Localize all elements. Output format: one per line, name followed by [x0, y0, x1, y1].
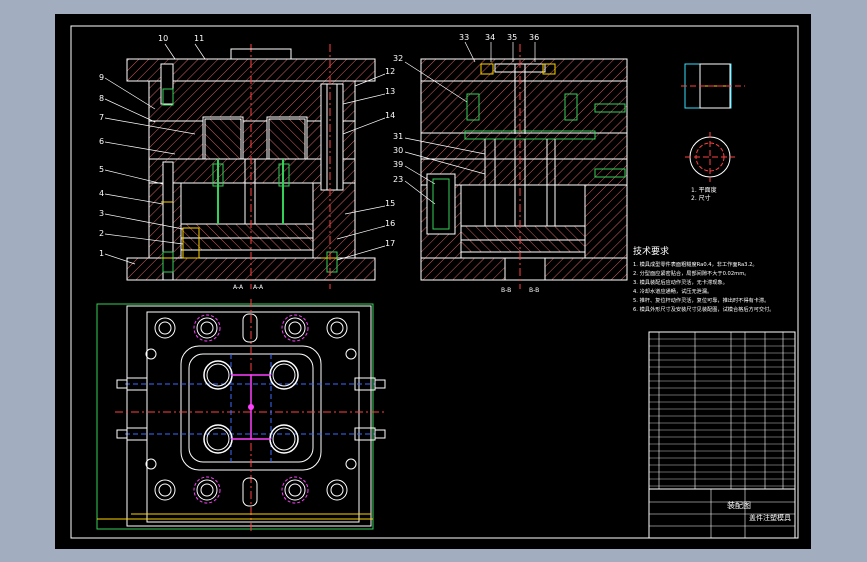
- svg-text:B-B: B-B: [529, 287, 539, 294]
- tech-line-3: 3. 模具装配后应动作灵活，无卡滞现象。: [633, 278, 728, 286]
- title-block: 装配图 盖件注塑模具: [648, 488, 796, 539]
- svg-text:5: 5: [99, 165, 104, 174]
- svg-text:33: 33: [459, 33, 469, 42]
- svg-text:2: 2: [99, 229, 104, 238]
- svg-text:8: 8: [99, 94, 104, 103]
- svg-text:15: 15: [385, 199, 395, 208]
- svg-text:7: 7: [99, 113, 104, 122]
- bill-of-materials: [648, 331, 796, 539]
- drawing-canvas: 10 11 9 8 7 6 5 4 3 2 1 12 13 14 15 16 1…: [70, 25, 799, 539]
- technical-requirements: 技术要求 1. 模具成型零件表面粗糙度Ra0.4，非工作面Ra3.2。 2. 分…: [633, 245, 774, 313]
- svg-text:12: 12: [385, 67, 395, 76]
- drawing-name: 装配图: [727, 500, 751, 510]
- svg-text:39: 39: [393, 160, 403, 169]
- svg-text:30: 30: [393, 146, 403, 155]
- svg-text:23: 23: [393, 175, 403, 184]
- svg-text:10: 10: [158, 34, 168, 43]
- svg-text:16: 16: [385, 219, 395, 228]
- section-view-aa: 10 11 9 8 7 6 5 4 3 2 1 12 13 14 15 16 1…: [99, 34, 395, 291]
- section-view-bb: 33 34 35 36 32 31 30 39 23 B-B B-B: [393, 33, 628, 294]
- tech-line-4: 4. 冷却水道应通畅，试压无泄漏。: [633, 287, 712, 295]
- svg-text:4: 4: [99, 189, 104, 198]
- drawing-sheet: 10 11 9 8 7 6 5 4 3 2 1 12 13 14 15 16 1…: [55, 14, 811, 549]
- svg-text:B-B: B-B: [501, 287, 511, 294]
- svg-text:14: 14: [385, 111, 395, 120]
- svg-text:3: 3: [99, 209, 104, 218]
- plan-view: [96, 299, 386, 532]
- svg-text:9: 9: [99, 73, 104, 82]
- tech-line-2: 2. 分型面应紧密贴合，局部间隙不大于0.02mm。: [633, 269, 749, 277]
- svg-text:35: 35: [507, 33, 517, 42]
- svg-text:1: 1: [99, 249, 104, 258]
- svg-text:A-A: A-A: [253, 284, 264, 291]
- svg-text:6: 6: [99, 137, 104, 146]
- svg-text:A-A: A-A: [233, 284, 244, 291]
- svg-text:36: 36: [529, 33, 539, 42]
- svg-text:31: 31: [393, 132, 403, 141]
- drawing-frame: [70, 25, 799, 539]
- tech-line-5: 5. 推杆、复位杆动作灵活，复位可靠，推出时不得有卡滞。: [633, 296, 769, 304]
- svg-text:11: 11: [194, 34, 204, 43]
- svg-text:32: 32: [393, 54, 403, 63]
- detail-views: 1. 平面度 2. 尺寸: [681, 63, 745, 202]
- svg-text:34: 34: [485, 33, 495, 42]
- detail-note-2: 2. 尺寸: [691, 194, 711, 202]
- detail-note-1: 1. 平面度: [691, 186, 717, 194]
- tech-line-6: 6. 模具外形尺寸及安装尺寸见装配图，试模合格后方可交付。: [633, 305, 774, 313]
- svg-text:17: 17: [385, 239, 395, 248]
- tech-title: 技术要求: [633, 245, 669, 257]
- part-name: 盖件注塑模具: [749, 513, 791, 522]
- svg-text:13: 13: [385, 87, 395, 96]
- tech-line-1: 1. 模具成型零件表面粗糙度Ra0.4，非工作面Ra3.2。: [633, 260, 758, 268]
